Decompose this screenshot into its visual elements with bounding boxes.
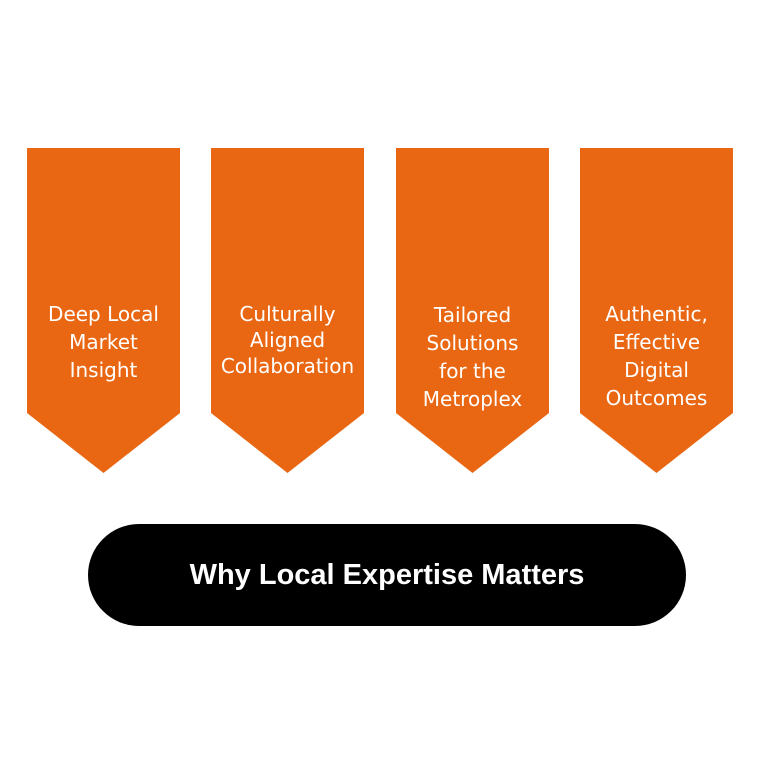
- pentagon-card-1: Deep Local Market Insight: [27, 148, 180, 473]
- pentagon-shape: [580, 148, 733, 473]
- card-label: Authentic, Effective Digital Outcomes: [605, 302, 708, 410]
- pentagon-shape: [396, 148, 549, 473]
- card-label: Tailored Solutions for the Metroplex: [422, 303, 523, 411]
- pentagon-shape: [211, 148, 364, 473]
- title-text: Why Local Expertise Matters: [189, 558, 585, 591]
- pentagon-card-3: Tailored Solutions for the Metroplex: [396, 148, 549, 473]
- pentagon-shape: [27, 148, 180, 473]
- card-label: Deep Local Market Insight: [48, 302, 159, 382]
- pentagon-card-4: Authentic, Effective Digital Outcomes: [580, 148, 733, 473]
- pentagon-card-2: Culturally Aligned Collaboration: [211, 148, 364, 473]
- title-banner: Why Local Expertise Matters: [88, 524, 686, 626]
- card-label: Culturally Aligned Collaboration: [220, 302, 355, 378]
